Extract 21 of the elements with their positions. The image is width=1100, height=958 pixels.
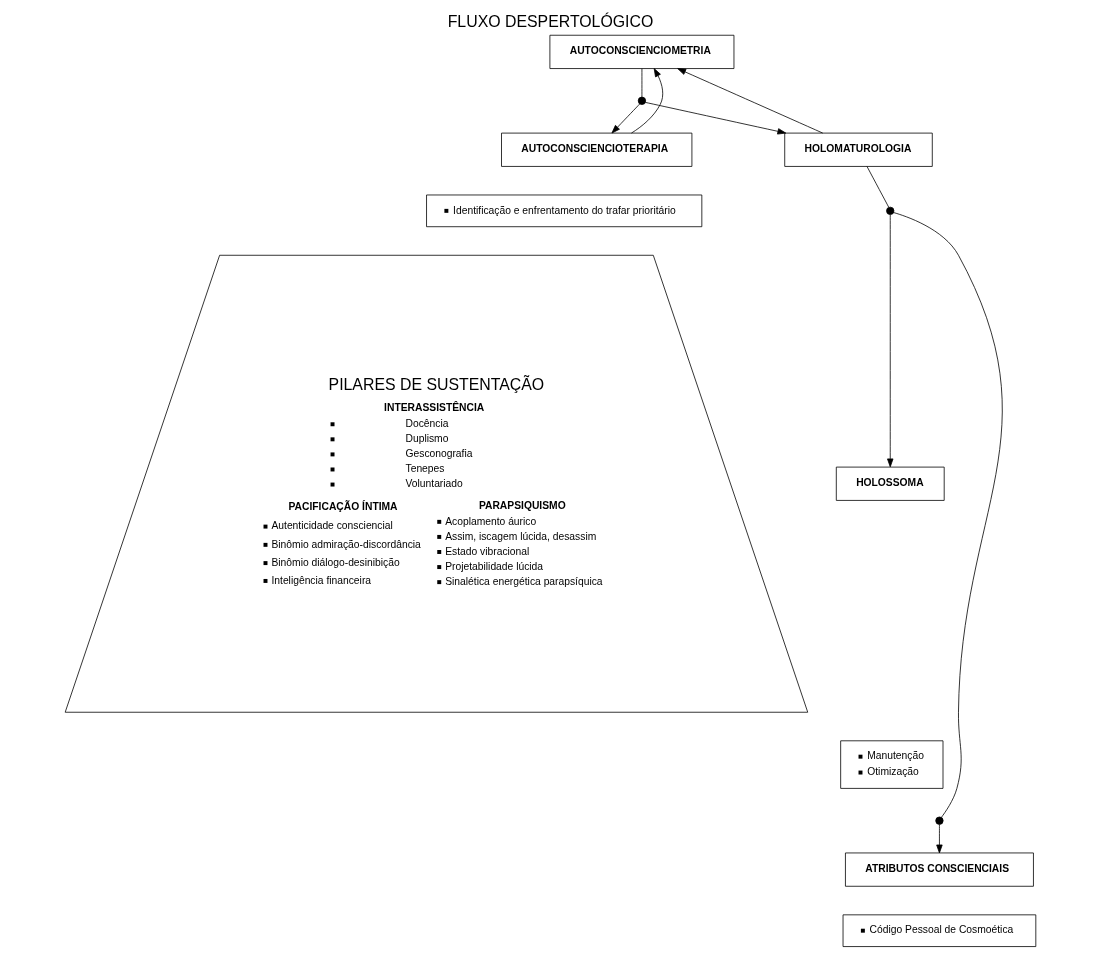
node-box: HOLOMATUROLOGIA (783, 132, 933, 167)
arrow (611, 103, 640, 134)
arrow (630, 68, 663, 134)
connector (892, 212, 1003, 818)
arrow (676, 68, 823, 134)
connector (641, 68, 642, 98)
arrow (644, 101, 786, 135)
node-box: Identificação e enfrentamento do trafar prioritário (425, 194, 702, 228)
node-circle (934, 816, 944, 825)
node-box: ATRIBUTOS CONSCIENCIAIS (844, 852, 1034, 887)
node-circle (885, 206, 894, 215)
node-box: Código Pessoal de Cosmoética (842, 914, 1036, 947)
node-box: HOLOSSOMA (835, 466, 945, 501)
connector (866, 166, 889, 208)
node-circle (637, 96, 646, 105)
diagram-title: FLUXO DESPERTOLÓGICO (447, 13, 653, 31)
arrow (935, 824, 943, 854)
arrow (886, 214, 893, 468)
node-box: AUTOCONSCIENCIOTERAPIA (500, 132, 692, 167)
node-box: AUTOCONSCIENCIOMETRIA (549, 34, 734, 69)
node-box: Manutenção Otimização (839, 740, 943, 789)
